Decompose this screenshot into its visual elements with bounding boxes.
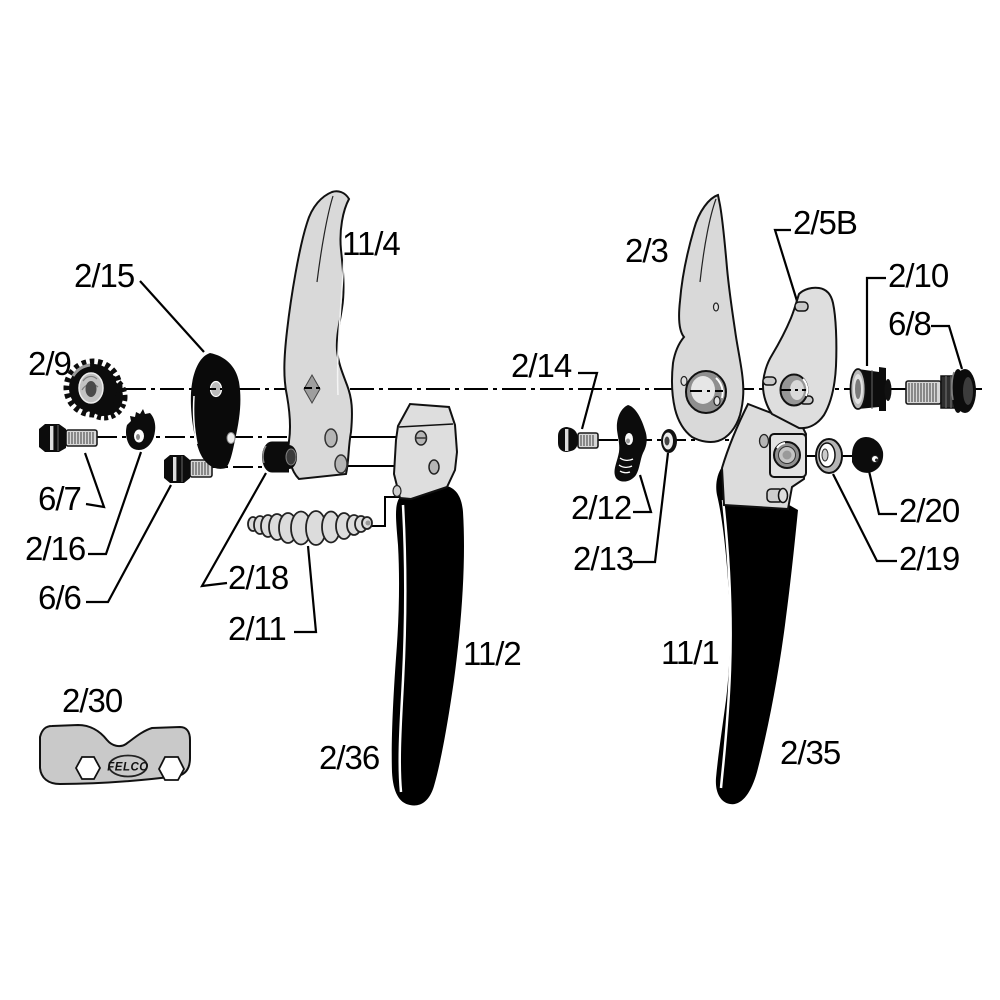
part-label-2-19: 2/19 bbox=[899, 540, 960, 577]
left-handle bbox=[391, 402, 464, 806]
part-label-6-7: 6/7 bbox=[38, 480, 82, 517]
bolt-6-8 bbox=[905, 369, 976, 413]
cam-plate bbox=[190, 353, 241, 469]
part-label-2-14: 2/14 bbox=[511, 347, 572, 384]
part-label-2-35: 2/35 bbox=[780, 734, 841, 771]
right-grip bbox=[715, 467, 798, 805]
part-label-2-30: 2/30 bbox=[62, 682, 123, 719]
part-label-2-3: 2/3 bbox=[625, 232, 669, 269]
nut-2-18 bbox=[262, 441, 297, 473]
part-label-2-18: 2/18 bbox=[228, 559, 289, 596]
bolt-6-7 bbox=[39, 424, 98, 452]
counter-blade bbox=[283, 190, 353, 481]
screw-6-6 bbox=[164, 455, 213, 483]
part-label-11-2: 11/2 bbox=[463, 635, 522, 672]
part-label-2-5B: 2/5B bbox=[793, 204, 858, 241]
washer-2-13 bbox=[661, 429, 677, 453]
spring bbox=[247, 510, 373, 546]
leader-lines bbox=[83, 228, 964, 634]
part-label-2-9: 2/9 bbox=[28, 345, 72, 382]
bushing-2-10 bbox=[849, 367, 892, 411]
part-label-2-16: 2/16 bbox=[25, 530, 86, 567]
wrench-2-30: FELCO bbox=[39, 723, 191, 786]
cutting-blade bbox=[670, 193, 745, 443]
cap-2-20 bbox=[852, 437, 884, 473]
part-label-2-12: 2/12 bbox=[571, 489, 632, 526]
right-grip-stripe bbox=[719, 499, 732, 789]
part-label-6-8: 6/8 bbox=[888, 305, 932, 342]
handle-head-2-5B bbox=[761, 286, 838, 430]
thumb-catch bbox=[614, 405, 647, 482]
left-handle-head bbox=[392, 402, 459, 501]
part-label-2-10: 2/10 bbox=[888, 257, 949, 294]
felco-logo-oval bbox=[108, 754, 148, 778]
wrench-hex-hole-left bbox=[74, 756, 102, 780]
part-label-2-15: 2/15 bbox=[74, 257, 135, 294]
ratchet-segment bbox=[126, 409, 156, 450]
part-label-6-6: 6/6 bbox=[38, 579, 82, 616]
pivot-block bbox=[769, 433, 807, 478]
screw-2-14 bbox=[558, 427, 599, 452]
right-handle bbox=[715, 402, 808, 805]
left-grip-stripe bbox=[398, 504, 407, 793]
ring-2-19 bbox=[815, 438, 843, 474]
left-grip bbox=[391, 486, 464, 806]
part-label-2-36: 2/36 bbox=[319, 739, 380, 776]
part-label-11-4: 11/4 bbox=[342, 225, 401, 262]
part-label-2-13: 2/13 bbox=[573, 540, 634, 577]
part-label-2-11: 2/11 bbox=[228, 610, 287, 647]
felco-logo-text: FELCO bbox=[107, 762, 148, 774]
axis-hole-overlays bbox=[209, 387, 806, 392]
wrench-hex-hole-right bbox=[157, 756, 186, 781]
part-label-11-1: 11/1 bbox=[661, 634, 720, 671]
adjustment-nut bbox=[63, 358, 128, 421]
part-label-2-20: 2/20 bbox=[899, 492, 960, 529]
